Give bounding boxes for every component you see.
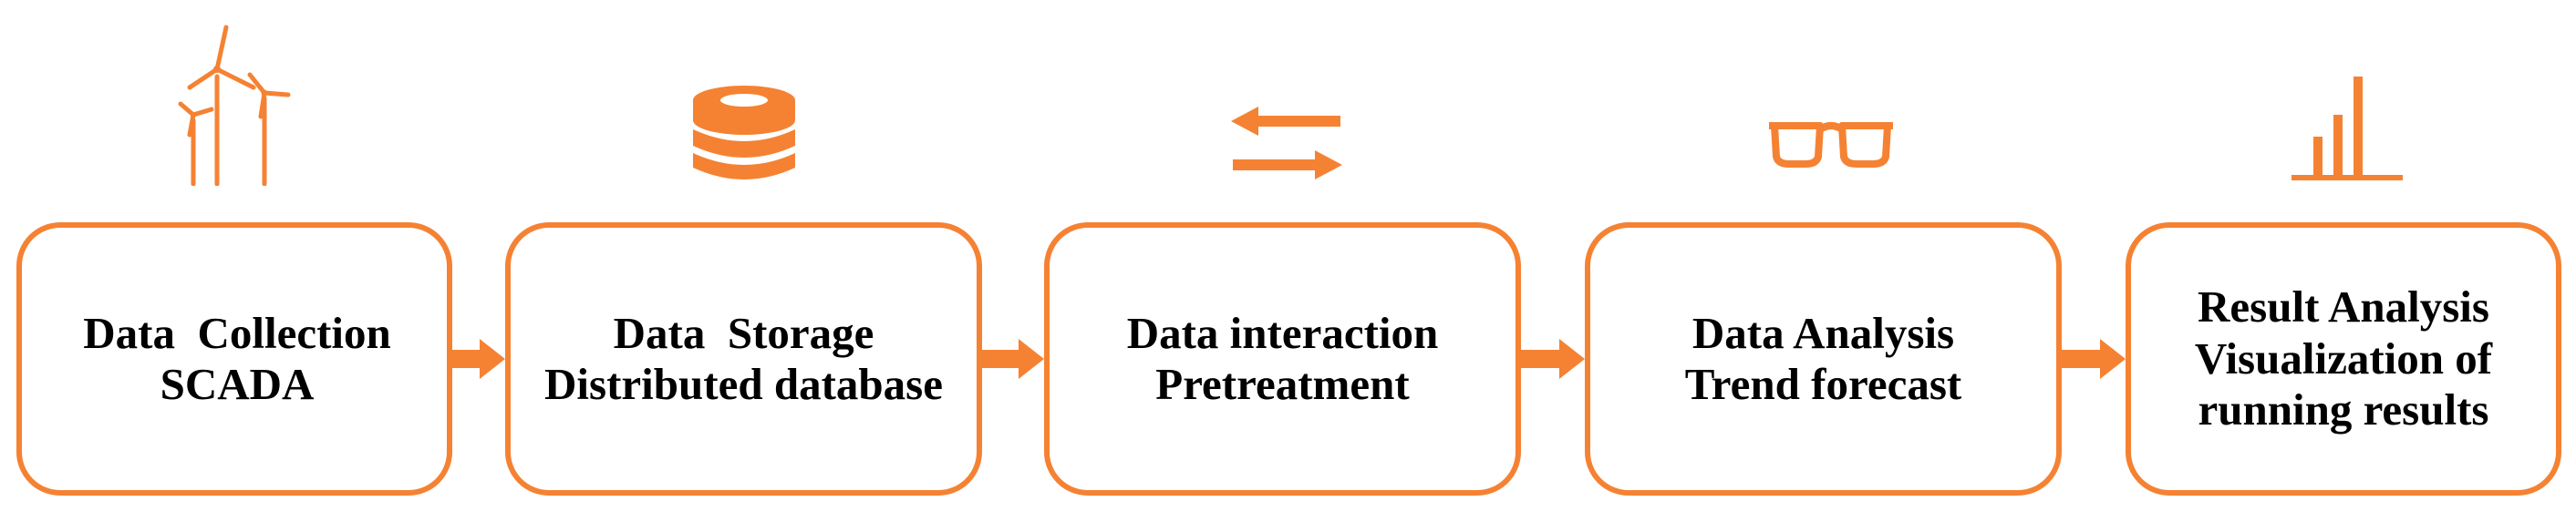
step-label-line-1: Data Analysis xyxy=(1691,307,1955,358)
step-label-line-2: Visualization of xyxy=(2194,333,2493,384)
step-result-analysis: Result Analysis Visualization of running… xyxy=(2126,222,2561,496)
step-label: Data Analysis Trend forecast xyxy=(1685,308,1961,411)
step-data-analysis: Data Analysis Trend forecast xyxy=(1585,222,2062,496)
flow-arrow-icon xyxy=(452,339,505,379)
wind-turbines-icon xyxy=(178,25,291,186)
database-icon xyxy=(693,86,795,179)
step-label-line-2: Trend forecast xyxy=(1684,359,1962,409)
step-label-line-3: running results xyxy=(2198,384,2489,435)
step-label-line-1: Result Analysis xyxy=(2198,281,2489,333)
step-label: Data Collection SCADA xyxy=(78,308,391,411)
glasses-icon xyxy=(1769,122,1893,168)
flow-arrow-icon xyxy=(2062,339,2126,379)
step-data-storage: Data Storage Distributed database xyxy=(505,222,982,496)
step-label-line-1: Data Collection xyxy=(83,307,391,358)
step-data-collection: Data Collection SCADA xyxy=(16,222,452,496)
step-label: Result Analysis Visualization of running… xyxy=(2195,281,2492,435)
exchange-arrows-icon xyxy=(1231,107,1342,179)
step-label-line-2: Distributed database xyxy=(544,359,943,409)
step-label-line-1: Data Storage xyxy=(613,307,874,358)
step-label: Data Storage Distributed database xyxy=(544,308,943,411)
bar-chart-icon xyxy=(2292,77,2403,180)
step-label-line-2: Pretreatment xyxy=(1155,359,1410,409)
flow-arrow-icon xyxy=(982,339,1044,379)
step-label-line-1: Data interaction xyxy=(1126,307,1439,358)
flow-arrow-icon xyxy=(1521,339,1585,379)
step-data-interaction: Data interaction Pretreatment xyxy=(1044,222,1521,496)
step-label: Data interaction Pretreatment xyxy=(1127,308,1439,411)
step-label-line-2: SCADA xyxy=(160,359,315,409)
